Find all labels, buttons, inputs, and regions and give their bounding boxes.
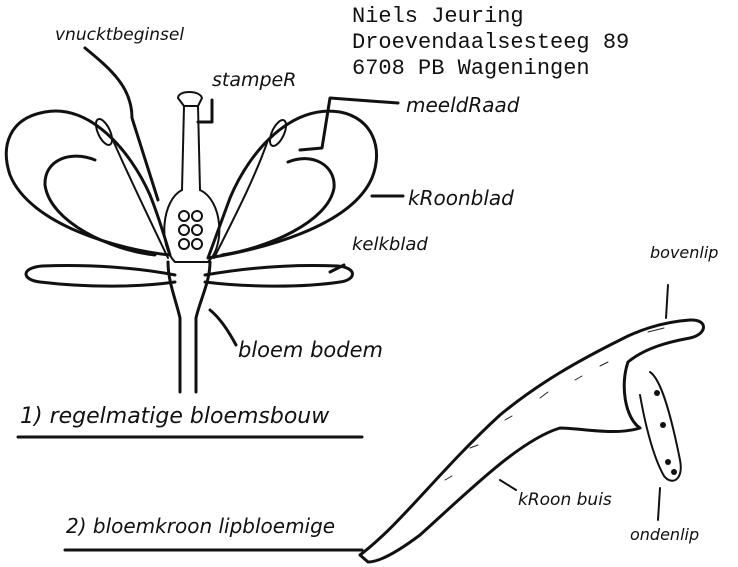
label-onderlip: ondenlip <box>630 525 699 544</box>
label-bovenlip: bovenlip <box>650 243 718 262</box>
lip-dot <box>671 469 677 475</box>
label-stamper: stampeR <box>212 69 296 91</box>
address-block: Niels Jeuring Droevendaalsesteeg 89 6708… <box>352 4 629 81</box>
label-kroonbuis: kRoon buis <box>518 490 612 510</box>
leader-onderlip <box>658 488 660 520</box>
leader-kroonbuis <box>500 480 516 490</box>
ovule <box>179 211 189 221</box>
left-sepal <box>26 265 175 286</box>
label-kroonblad: kRoonblad <box>408 186 514 210</box>
tube-stipple <box>445 328 664 480</box>
caption-figure-1: 1) regelmatige bloemsbouw <box>20 404 330 429</box>
label-bloembodem: bloem bodem <box>238 338 383 362</box>
ovules <box>179 211 202 249</box>
address-street: Droevendaalsesteeg 89 <box>352 30 629 55</box>
leader-bloembodem <box>210 310 236 345</box>
ovule <box>179 239 189 249</box>
stipple-mark <box>600 362 608 366</box>
address-city: 6708 PB Wageningen <box>352 56 590 81</box>
caption-figure-2: 2) bloemkroon lipbloemige <box>66 514 335 538</box>
stipple-mark <box>445 476 452 480</box>
address-name: Niels Jeuring <box>352 4 524 29</box>
regular-flower-drawing: vnucktbeginsel stampeR meeldRaad kRoonbl… <box>6 25 519 437</box>
leader-meeldraad <box>300 98 398 150</box>
stipple-mark <box>575 376 582 380</box>
pistil-style <box>182 106 200 190</box>
left-stamen-filament <box>112 138 168 258</box>
ovule <box>179 225 189 235</box>
right-sepal <box>205 265 353 286</box>
leader-bovenlip <box>666 285 668 318</box>
right-stamen-filament <box>214 140 268 258</box>
lipped-corolla-drawing: bovenlip kRoon buis ondenlip 2) bloemkro… <box>65 243 718 562</box>
label-vruchtbeginsel: vnucktbeginsel <box>55 25 184 45</box>
label-meeldraad: meeldRaad <box>406 93 520 117</box>
ovule <box>192 225 202 235</box>
label-kelkblad: kelkblad <box>352 234 428 255</box>
stipple-mark <box>505 416 512 420</box>
ovule <box>192 239 202 249</box>
ovule <box>192 211 202 221</box>
pistil-stigma <box>178 92 202 106</box>
lip-dot <box>665 459 671 465</box>
lip-dot <box>660 422 666 428</box>
stipple-mark <box>540 392 548 398</box>
lip-dot <box>654 390 660 396</box>
stipple-mark <box>470 445 478 448</box>
